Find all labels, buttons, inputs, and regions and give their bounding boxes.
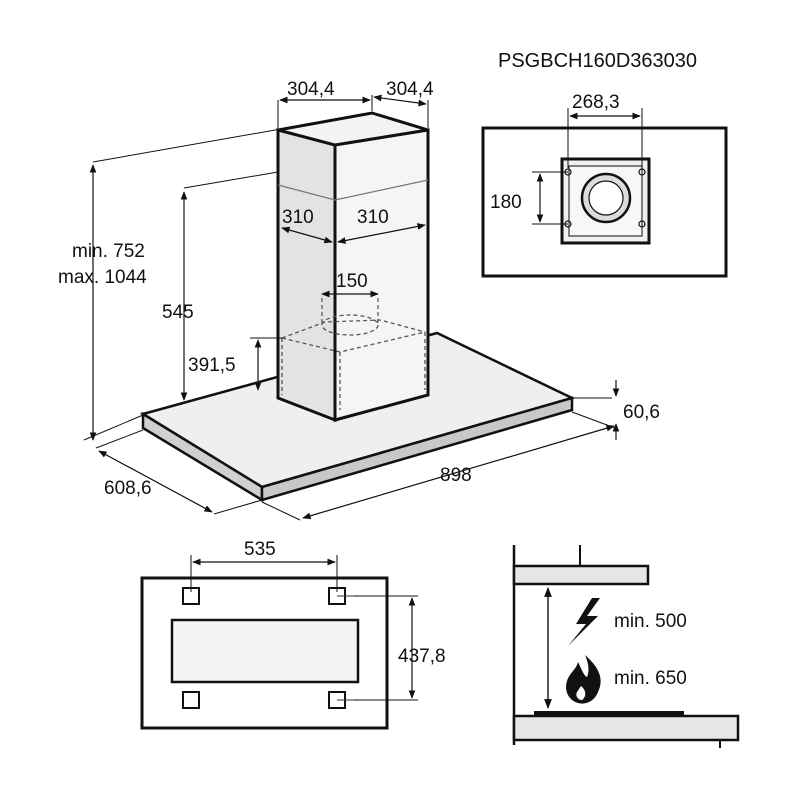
product-code: PSGBCH160D363030 — [498, 50, 697, 72]
mount-hole-spacing-label: 535 — [244, 539, 276, 560]
height-545-label: 545 — [162, 302, 194, 323]
overall-height-dimension: min. 752 max. 1044 — [58, 112, 373, 441]
inner-width-dimensions: 310 310 — [281, 207, 426, 244]
chimney-width-left-label: 304,4 — [287, 79, 335, 100]
clearance-detail: min. 500 min. 650 — [512, 545, 740, 748]
height-545-dimension: 545 — [162, 171, 279, 401]
ceiling-mount-detail: 268,3 180 — [481, 92, 728, 278]
chimney-width-right-label: 304,4 — [386, 79, 434, 100]
height-391-dimension: 391,5 — [188, 337, 282, 391]
duct-diameter-label: 150 — [336, 271, 368, 292]
flame-icon — [566, 655, 601, 704]
width-dimension: 898 — [261, 411, 616, 521]
thickness-label: 60,6 — [623, 402, 660, 423]
height-max-label: max. 1044 — [58, 267, 147, 288]
depth-dimension: 608,6 — [95, 429, 263, 515]
depth-label: 608,6 — [104, 478, 152, 499]
chimney-width-dimensions: 304,4 304,4 — [277, 79, 434, 128]
inner-width-left-label: 310 — [282, 207, 314, 228]
electric-clearance-label: min. 500 — [614, 611, 687, 632]
ceiling-width-label: 268,3 — [572, 92, 620, 113]
height-min-label: min. 752 — [72, 241, 145, 262]
duct-diameter-dimension: 150 — [321, 271, 379, 298]
lightning-icon — [568, 598, 600, 646]
bottom-view-detail: 535 437,8 — [140, 539, 446, 730]
mount-depth-label: 437,8 — [398, 646, 446, 667]
ceiling-height-label: 180 — [490, 192, 522, 213]
height-391-label: 391,5 — [188, 355, 236, 376]
width-label: 898 — [440, 465, 472, 486]
gas-clearance-label: min. 650 — [614, 668, 687, 689]
thickness-dimension: 60,6 — [572, 380, 660, 440]
inner-width-right-label: 310 — [357, 207, 389, 228]
